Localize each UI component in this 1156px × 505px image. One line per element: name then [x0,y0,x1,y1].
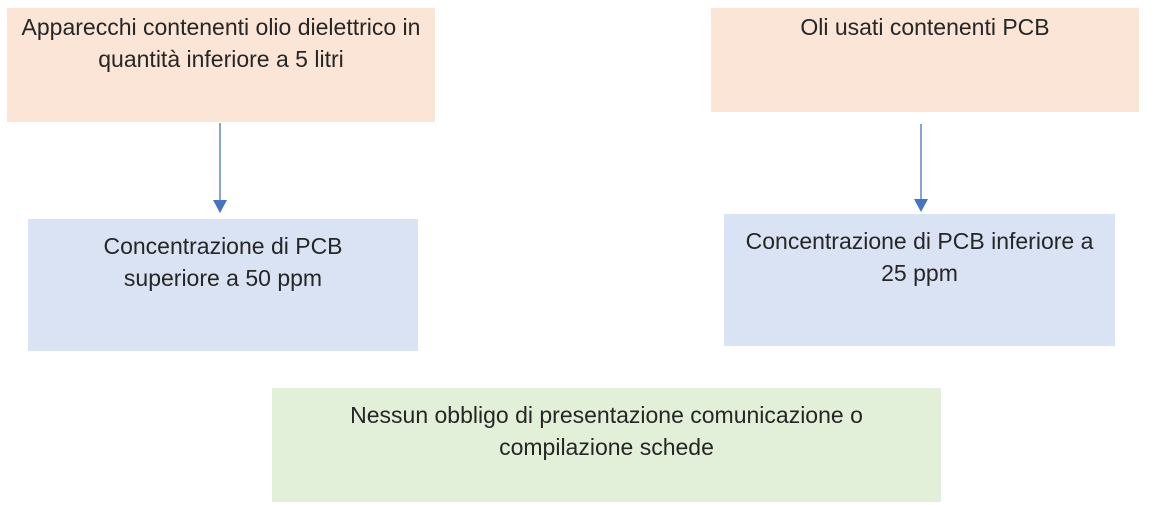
box-no-obligation-label: Nessun obbligo di presentazione comunica… [350,402,863,460]
box-oil-appliances-under-5-litres: Apparecchi contenenti olio dielettrico i… [7,8,435,122]
box-pcb-below-25-ppm: Concentrazione di PCB inferiore a 25 ppm [724,214,1115,346]
box-pcb-above-50-label: Concentrazione di PCB superiore a 50 ppm [103,233,343,291]
box-oil-appliances-label: Apparecchi contenenti olio dielettrico i… [21,14,421,72]
arrow-right [914,124,928,212]
box-pcb-below-25-label: Concentrazione di PCB inferiore a 25 ppm [745,228,1094,286]
box-used-oils-pcb: Oli usati contenenti PCB [711,8,1139,112]
box-pcb-above-50-ppm: Concentrazione di PCB superiore a 50 ppm [28,219,418,351]
arrow-left [213,123,227,213]
box-used-oils-label: Oli usati contenenti PCB [800,14,1050,40]
box-no-obligation: Nessun obbligo di presentazione comunica… [272,388,941,502]
